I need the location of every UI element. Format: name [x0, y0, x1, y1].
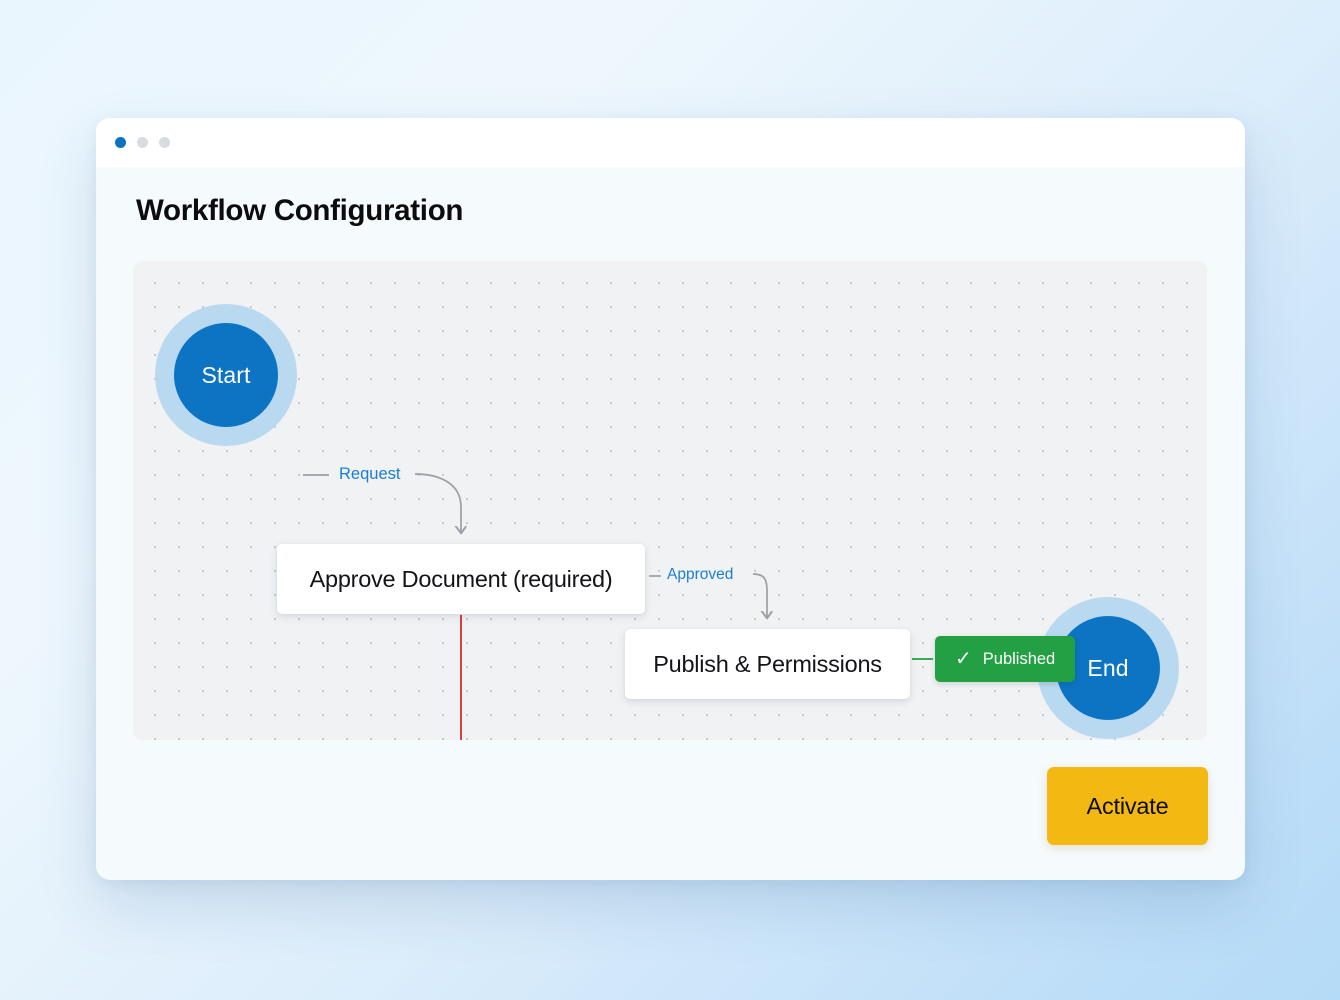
status-badge-published[interactable]: ✓ Published — [935, 636, 1076, 682]
end-node-disc: End — [1056, 616, 1160, 720]
start-node-disc: Start — [174, 323, 278, 427]
window-title-bar — [96, 118, 1245, 167]
workflow-node-start[interactable]: Start — [155, 304, 297, 446]
check-icon: ✓ — [955, 648, 972, 670]
edge-approve-to-publish — [752, 573, 767, 618]
start-node-label: Start — [201, 361, 251, 388]
status-badge-published-label: Published — [982, 649, 1056, 668]
window-dot-active[interactable] — [115, 137, 126, 148]
workflow-canvas[interactable]: Start End Approve Document (required) Pu… — [133, 261, 1207, 740]
workflow-node-approve-document[interactable]: Approve Document (required) — [277, 544, 645, 614]
window-dot-inactive[interactable] — [137, 137, 148, 148]
edge-label-request[interactable]: Request — [339, 465, 401, 483]
app-window: Workflow Configuration — [96, 118, 1245, 880]
workflow-node-publish-permissions[interactable]: Publish & Permissions — [625, 629, 910, 699]
activate-button[interactable]: Activate — [1047, 767, 1208, 845]
window-dot-inactive[interactable] — [159, 137, 170, 148]
end-node-label: End — [1087, 654, 1129, 681]
edge-start-to-approve — [414, 473, 461, 533]
edge-label-approved[interactable]: Approved — [667, 566, 734, 583]
page-title: Workflow Configuration — [136, 194, 464, 227]
